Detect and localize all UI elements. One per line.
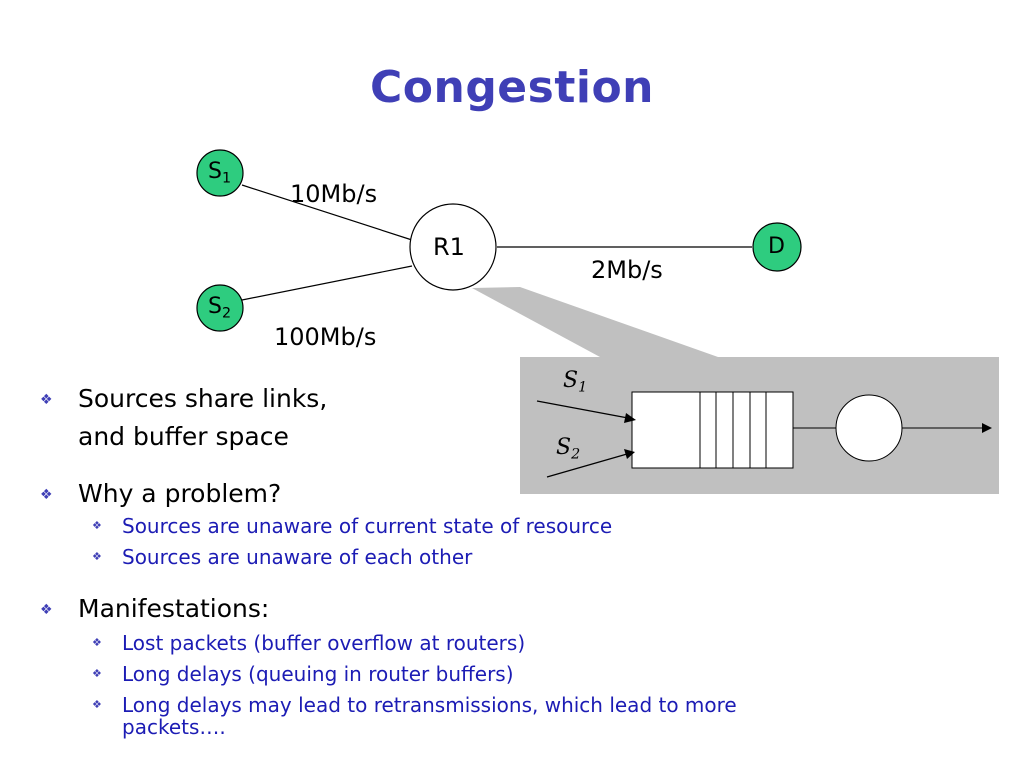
sub-bullet-text: Sources are unaware of current state of … — [122, 514, 613, 538]
sub-bullet: ❖ Long delays (queuing in router buffers… — [92, 663, 792, 685]
output-arrowhead — [982, 423, 992, 433]
queue-buffer — [631, 391, 794, 469]
bullet-diamond-icon: ❖ — [40, 487, 53, 503]
slide-title: Congestion — [369, 62, 655, 113]
sub-bullet-text: Long delays (queuing in router buffers) — [122, 662, 514, 686]
link-s2-r1-label: 100Mb/s — [274, 323, 377, 351]
node-s2 — [196, 284, 244, 332]
sub-bullet-diamond-icon: ❖ — [92, 550, 102, 563]
node-s1-label: S1 — [208, 159, 232, 187]
node-d-label: D — [768, 234, 785, 259]
bullet-text: Manifestations: — [78, 594, 270, 623]
queue-input2-label: S2 — [556, 435, 581, 463]
bullet-text-cont: and buffer space — [78, 422, 289, 451]
node-s1 — [196, 149, 244, 197]
bullet-manifestations: ❖ Manifestations: — [40, 590, 440, 628]
bullet-why-problem: ❖ Why a problem? — [40, 475, 440, 513]
link-s2-r1 — [241, 265, 413, 301]
sub-bullet-diamond-icon: ❖ — [92, 519, 102, 532]
link-s1-r1-label: 10Mb/s — [290, 180, 378, 208]
link-s1-r1 — [241, 184, 413, 241]
queue-server — [835, 394, 903, 462]
sub-bullet-diamond-icon: ❖ — [92, 667, 102, 680]
node-s2-label: S2 — [208, 294, 232, 322]
callout-wedge — [472, 287, 718, 357]
bullet-shared-links: ❖ Sources share links, and buffer space — [40, 380, 440, 460]
sub-bullet-diamond-icon: ❖ — [92, 636, 102, 649]
input2-arrowhead — [624, 449, 635, 459]
queue-input1-label: S1 — [563, 368, 588, 396]
input1-arrowhead — [624, 413, 636, 423]
sub-bullet-text: Long delays may lead to retransmissions,… — [122, 693, 737, 717]
sub-bullet-text: Lost packets (buffer overflow at routers… — [122, 631, 526, 655]
node-r1-label: R1 — [433, 233, 465, 261]
bullet-text: Sources share links, — [78, 384, 328, 413]
sub-bullet-text-cont: packets…. — [122, 715, 226, 739]
sub-bullet-diamond-icon: ❖ — [92, 698, 102, 711]
sub-bullet: ❖ Sources are unaware of current state o… — [92, 515, 792, 537]
bullet-diamond-icon: ❖ — [40, 602, 53, 618]
sub-bullet: ❖ Sources are unaware of each other — [92, 546, 792, 568]
node-r1 — [409, 203, 497, 291]
sub-bullet: ❖ Long delays may lead to retransmission… — [92, 694, 952, 738]
link-r1-d-label: 2Mb/s — [591, 256, 663, 284]
bullet-text: Why a problem? — [78, 479, 282, 508]
bullet-diamond-icon: ❖ — [40, 392, 53, 408]
node-d — [752, 222, 802, 272]
sub-bullet-text: Sources are unaware of each other — [122, 545, 473, 569]
sub-bullet: ❖ Lost packets (buffer overflow at route… — [92, 632, 792, 654]
